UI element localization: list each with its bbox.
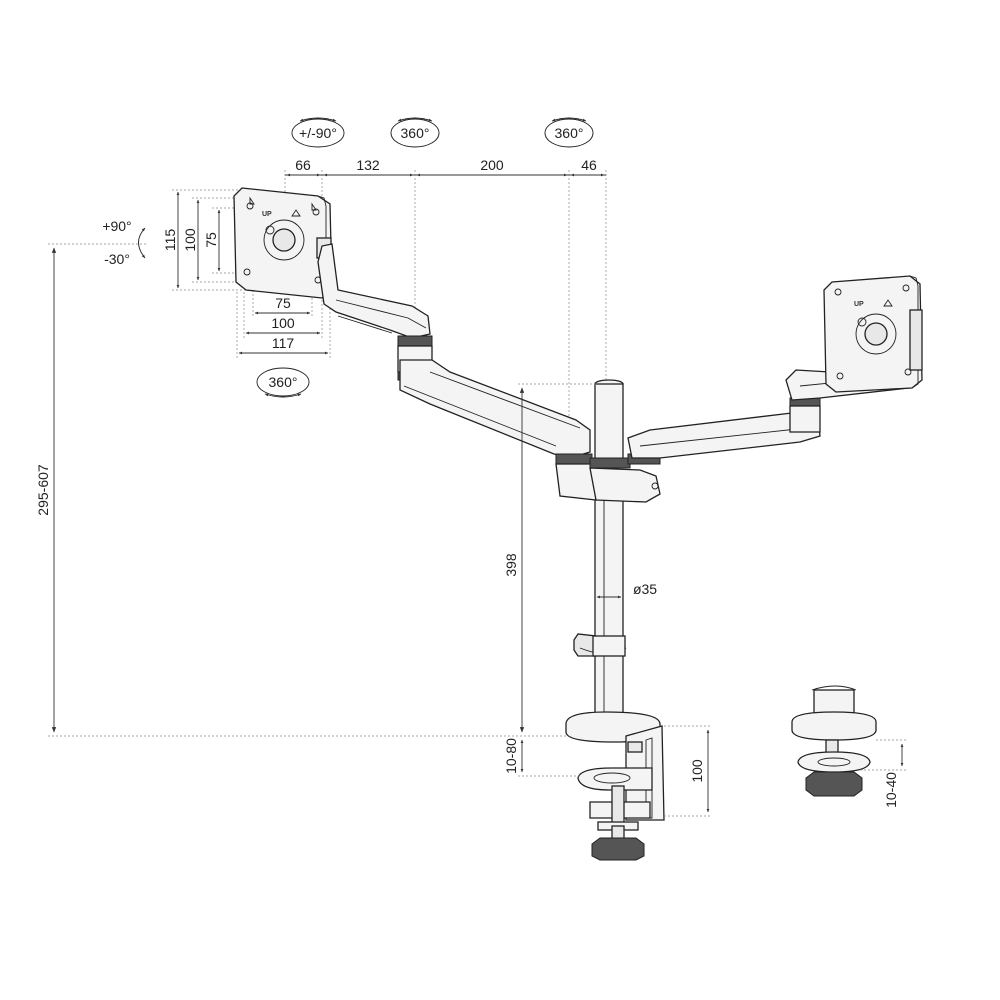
dim-alt-clamp-range: 10-40 [883, 772, 899, 808]
dim-pole-height: 398 [503, 553, 519, 577]
dim-plate-offset: 66 [295, 157, 311, 173]
vesa-width-dimensions: 75 100 117 [236, 290, 331, 358]
right-arm-elbow-joint [789, 397, 821, 433]
pole [594, 379, 624, 721]
swivel-rotation-badge: +/-90° [291, 117, 345, 148]
right-vesa-plate: UP [823, 275, 923, 393]
dim-pole-offset: 46 [581, 157, 597, 173]
left-vesa-plate: UP [233, 187, 333, 299]
dim-vesa-height-outer: 115 [162, 229, 178, 252]
swivel-label: +/-90° [299, 125, 337, 141]
tilt-up-label: +90° [102, 218, 131, 234]
left-arm-segment-1 [317, 243, 431, 339]
dim-arm-segment-1: 132 [356, 157, 380, 173]
dim-pole-diameter: ø35 [633, 581, 657, 597]
height-range-dimension: 295-607 [35, 243, 600, 737]
tilt-down-label: -30° [104, 251, 130, 267]
dim-clamp-range: 10-80 [503, 738, 519, 774]
dim-vesa-width-outer: 117 [272, 335, 295, 351]
arm-hub [555, 453, 661, 503]
left-arm-segment-2 [399, 359, 591, 459]
desk-clamp [565, 711, 665, 861]
tilt-indicator: +90° -30° [102, 218, 146, 267]
dim-vesa-height-inner: 75 [203, 232, 219, 248]
dim-vesa-width-mid: 100 [271, 315, 295, 331]
left-plate-up-marking: UP [262, 211, 272, 218]
pole-rotation-label: 360° [555, 125, 584, 141]
pole-collar-clip [573, 633, 627, 657]
dim-vesa-height-mid: 100 [182, 228, 198, 252]
alt-clamp-range-dimension: 10-40 [860, 739, 906, 808]
right-arm-segment-2 [627, 411, 821, 459]
dim-vesa-width-inner: 75 [275, 295, 291, 311]
pole-rotation-badge: 360° [544, 117, 594, 148]
clamp-range-dimension: 10-80 [503, 738, 580, 777]
plate-rotation-badge: 360° [256, 367, 310, 398]
dim-height-range: 295-607 [35, 464, 51, 516]
plate-rotation-label: 360° [269, 374, 298, 390]
vesa-height-dimensions: 115 100 75 [162, 189, 245, 291]
joint-rotation-badge: 360° [390, 117, 440, 148]
pole-height-dimension: 398 [503, 383, 596, 733]
right-plate-up-marking: UP [854, 301, 864, 308]
joint-rotation-label: 360° [401, 125, 430, 141]
dim-clamp-height: 100 [689, 759, 705, 783]
dim-arm-segment-2: 200 [480, 157, 504, 173]
clamp-height-dimension: 100 [664, 725, 712, 817]
pole-diameter-dimension: ø35 [596, 581, 657, 599]
alternate-clamp-detail [791, 685, 877, 797]
